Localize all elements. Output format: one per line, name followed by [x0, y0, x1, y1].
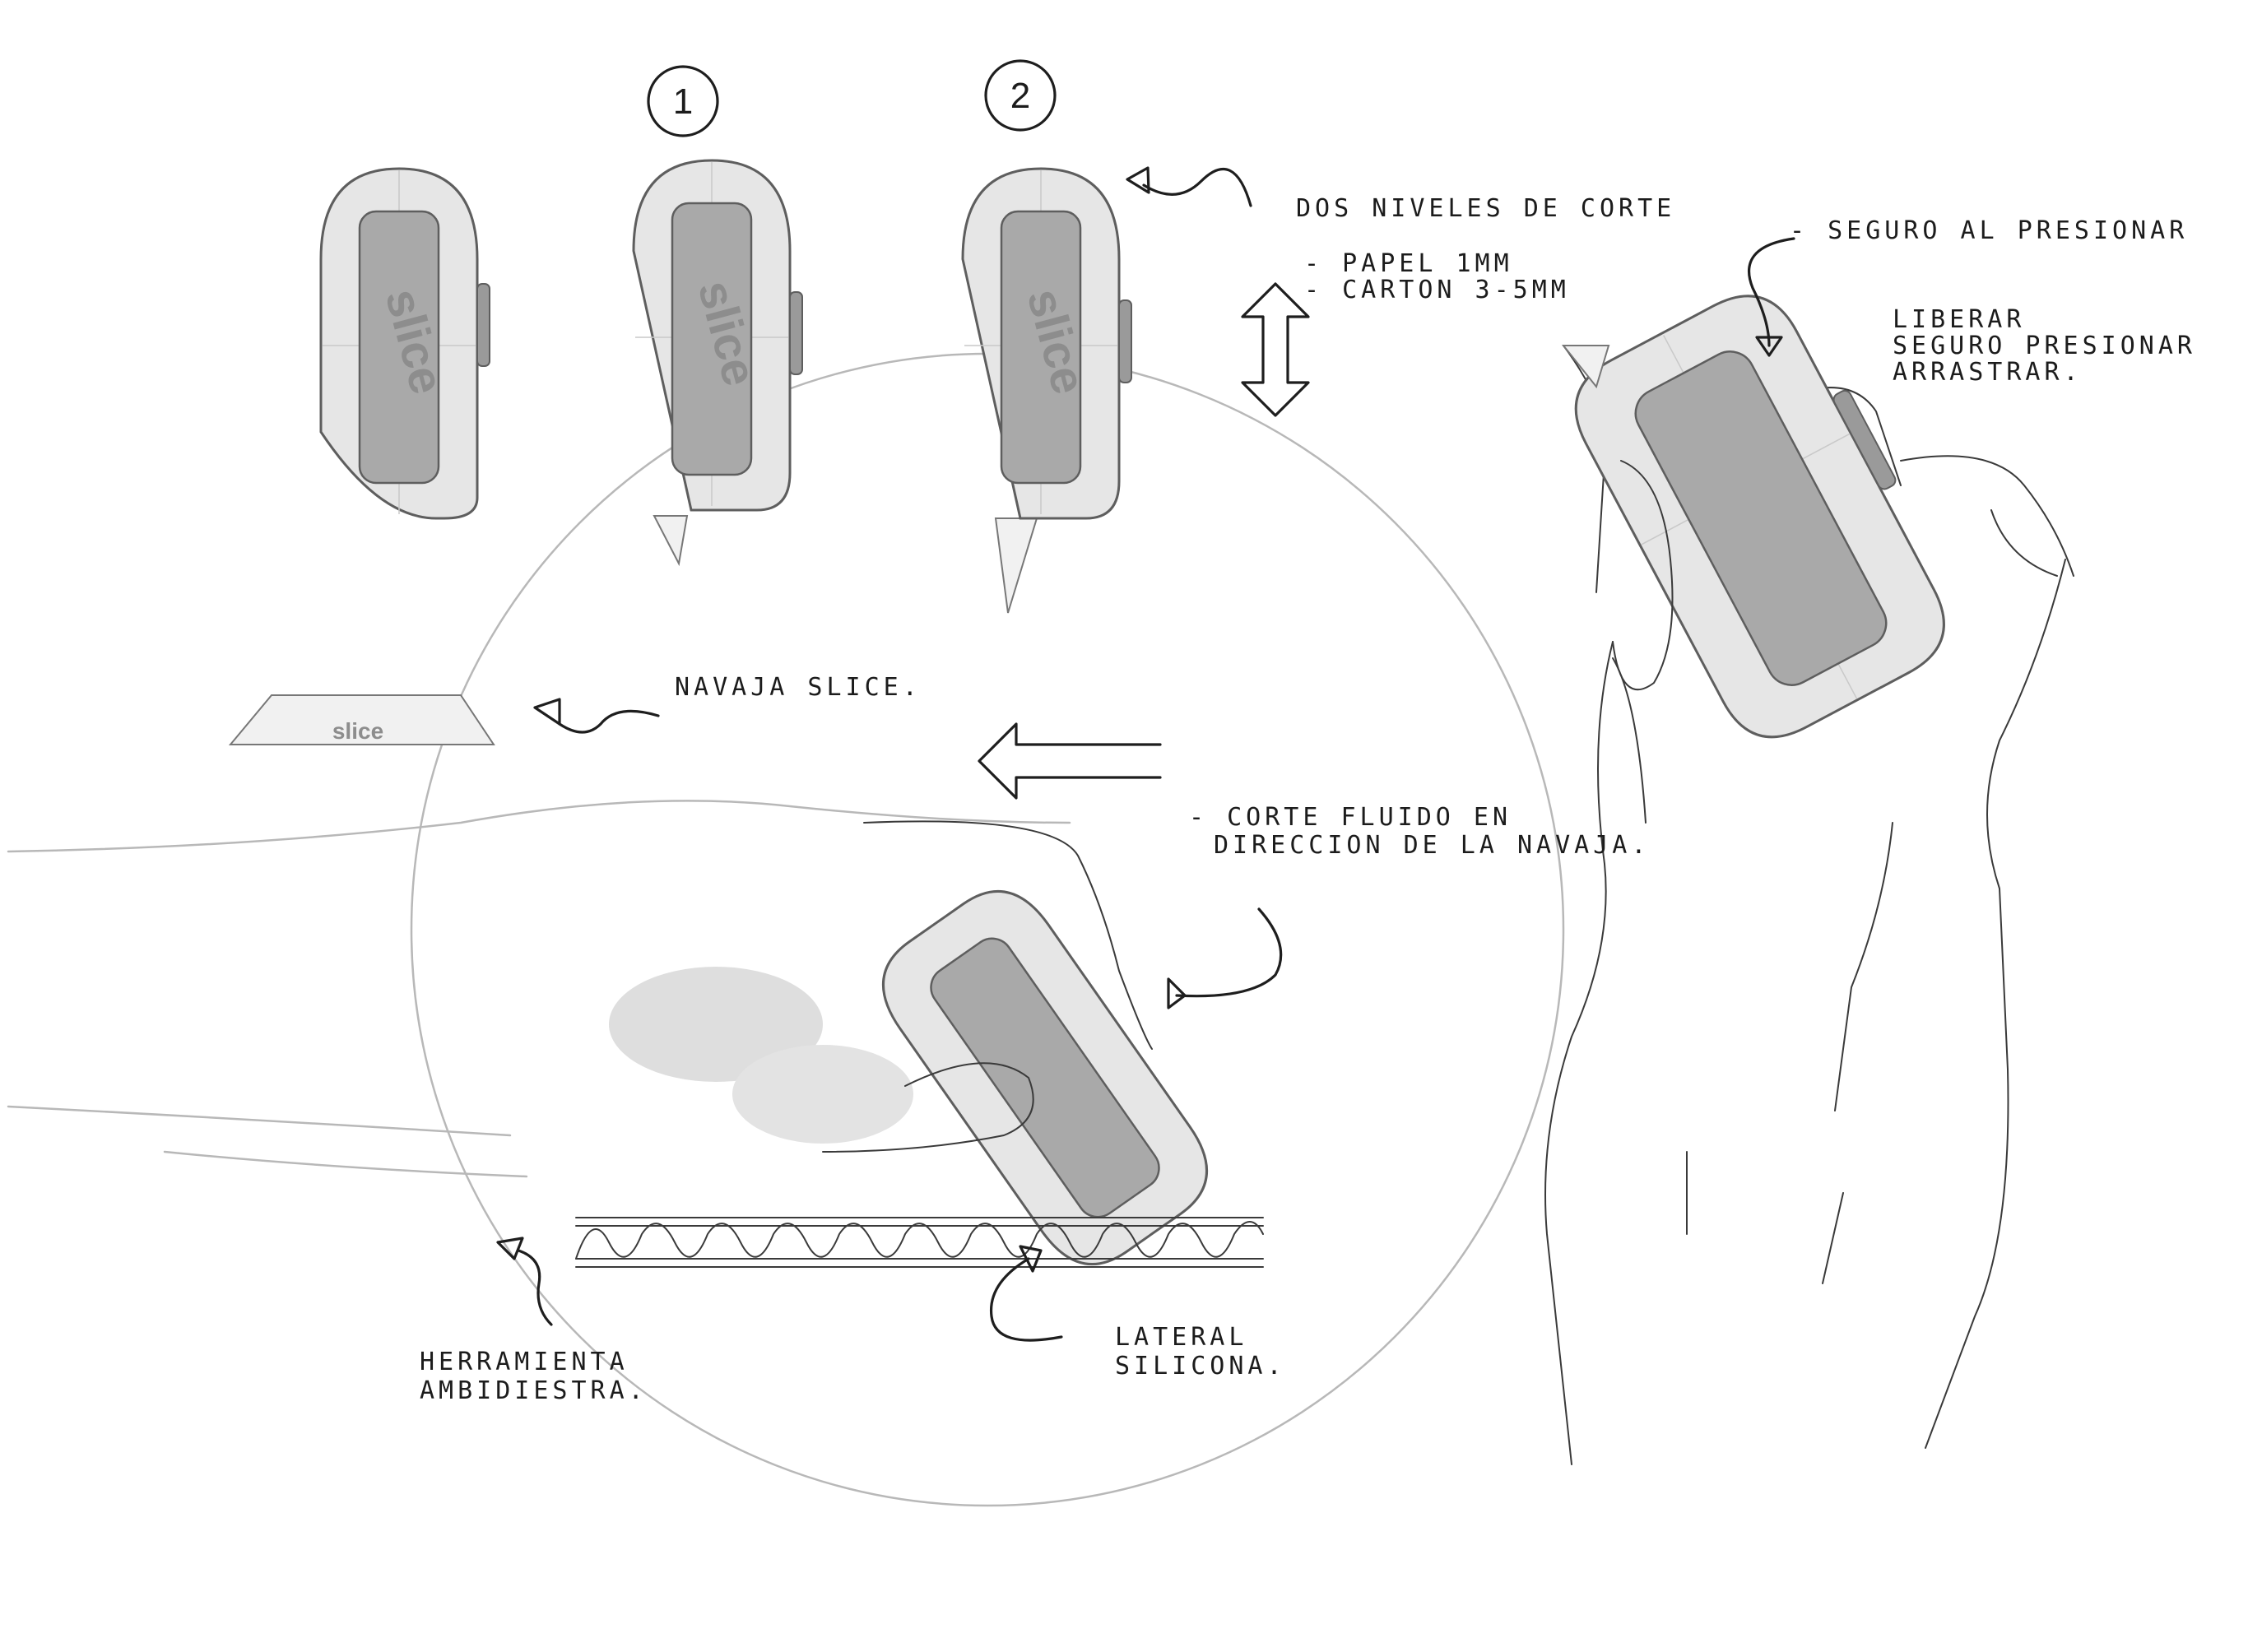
cut-level-paper: - Papel 1mm — [1304, 249, 1513, 278]
hand-cutting-illustration — [7, 800, 1208, 1265]
release-lock-note-line3: arrastrar. — [1893, 358, 2083, 387]
cut-level-cardboard: - Carton 3-5mm — [1304, 276, 1570, 304]
pointer-arrow-lock — [1748, 237, 1795, 357]
view-number-1: 1 — [647, 65, 719, 137]
release-lock-note-line2: seguro presionar — [1893, 332, 2196, 360]
ambidextrous-note-line2: ambidiestra. — [420, 1376, 648, 1405]
cut-levels-title: Dos niveles de corte — [1296, 194, 1675, 223]
cut-direction-arrow — [978, 722, 1162, 800]
cardboard-cross-section — [575, 1217, 1264, 1268]
replacement-blade: slice — [228, 694, 495, 745]
fluid-cut-note-line2: direccion de la navaja. — [1214, 831, 1650, 860]
pointer-arrow-ambidextrous — [496, 1237, 553, 1326]
ambidextrous-note-line1: Herramienta — [420, 1348, 629, 1376]
view-number-2: 2 — [984, 59, 1057, 132]
silicone-side-note-line2: silicona. — [1115, 1352, 1286, 1381]
pointer-arrow-blade — [533, 698, 660, 734]
cutter-view-retracted: slice — [319, 167, 491, 520]
double-arrow-icon — [1241, 282, 1310, 417]
blade-brand-mark: slice — [332, 718, 383, 744]
cutter-view-1: slice — [632, 159, 804, 567]
svg-text:2: 2 — [1010, 76, 1030, 116]
cutter-view-2: slice — [961, 167, 1133, 614]
release-lock-note-line1: Liberar — [1893, 305, 2025, 334]
pointer-arrow-fluid-cut — [1167, 907, 1283, 1009]
pointer-arrow-cut-levels — [1126, 166, 1252, 207]
lock-on-press-note: - Seguro al presionar — [1790, 216, 2188, 245]
svg-text:1: 1 — [673, 81, 693, 122]
silicone-side-note-line1: Lateral — [1115, 1323, 1247, 1352]
blade-label: Navaja slice. — [675, 673, 922, 702]
fluid-cut-note-line1: - Corte fluido en — [1189, 803, 1512, 832]
hand-holding-cutter-illustration — [1544, 295, 2074, 1465]
pointer-arrow-silicone — [989, 1245, 1063, 1342]
